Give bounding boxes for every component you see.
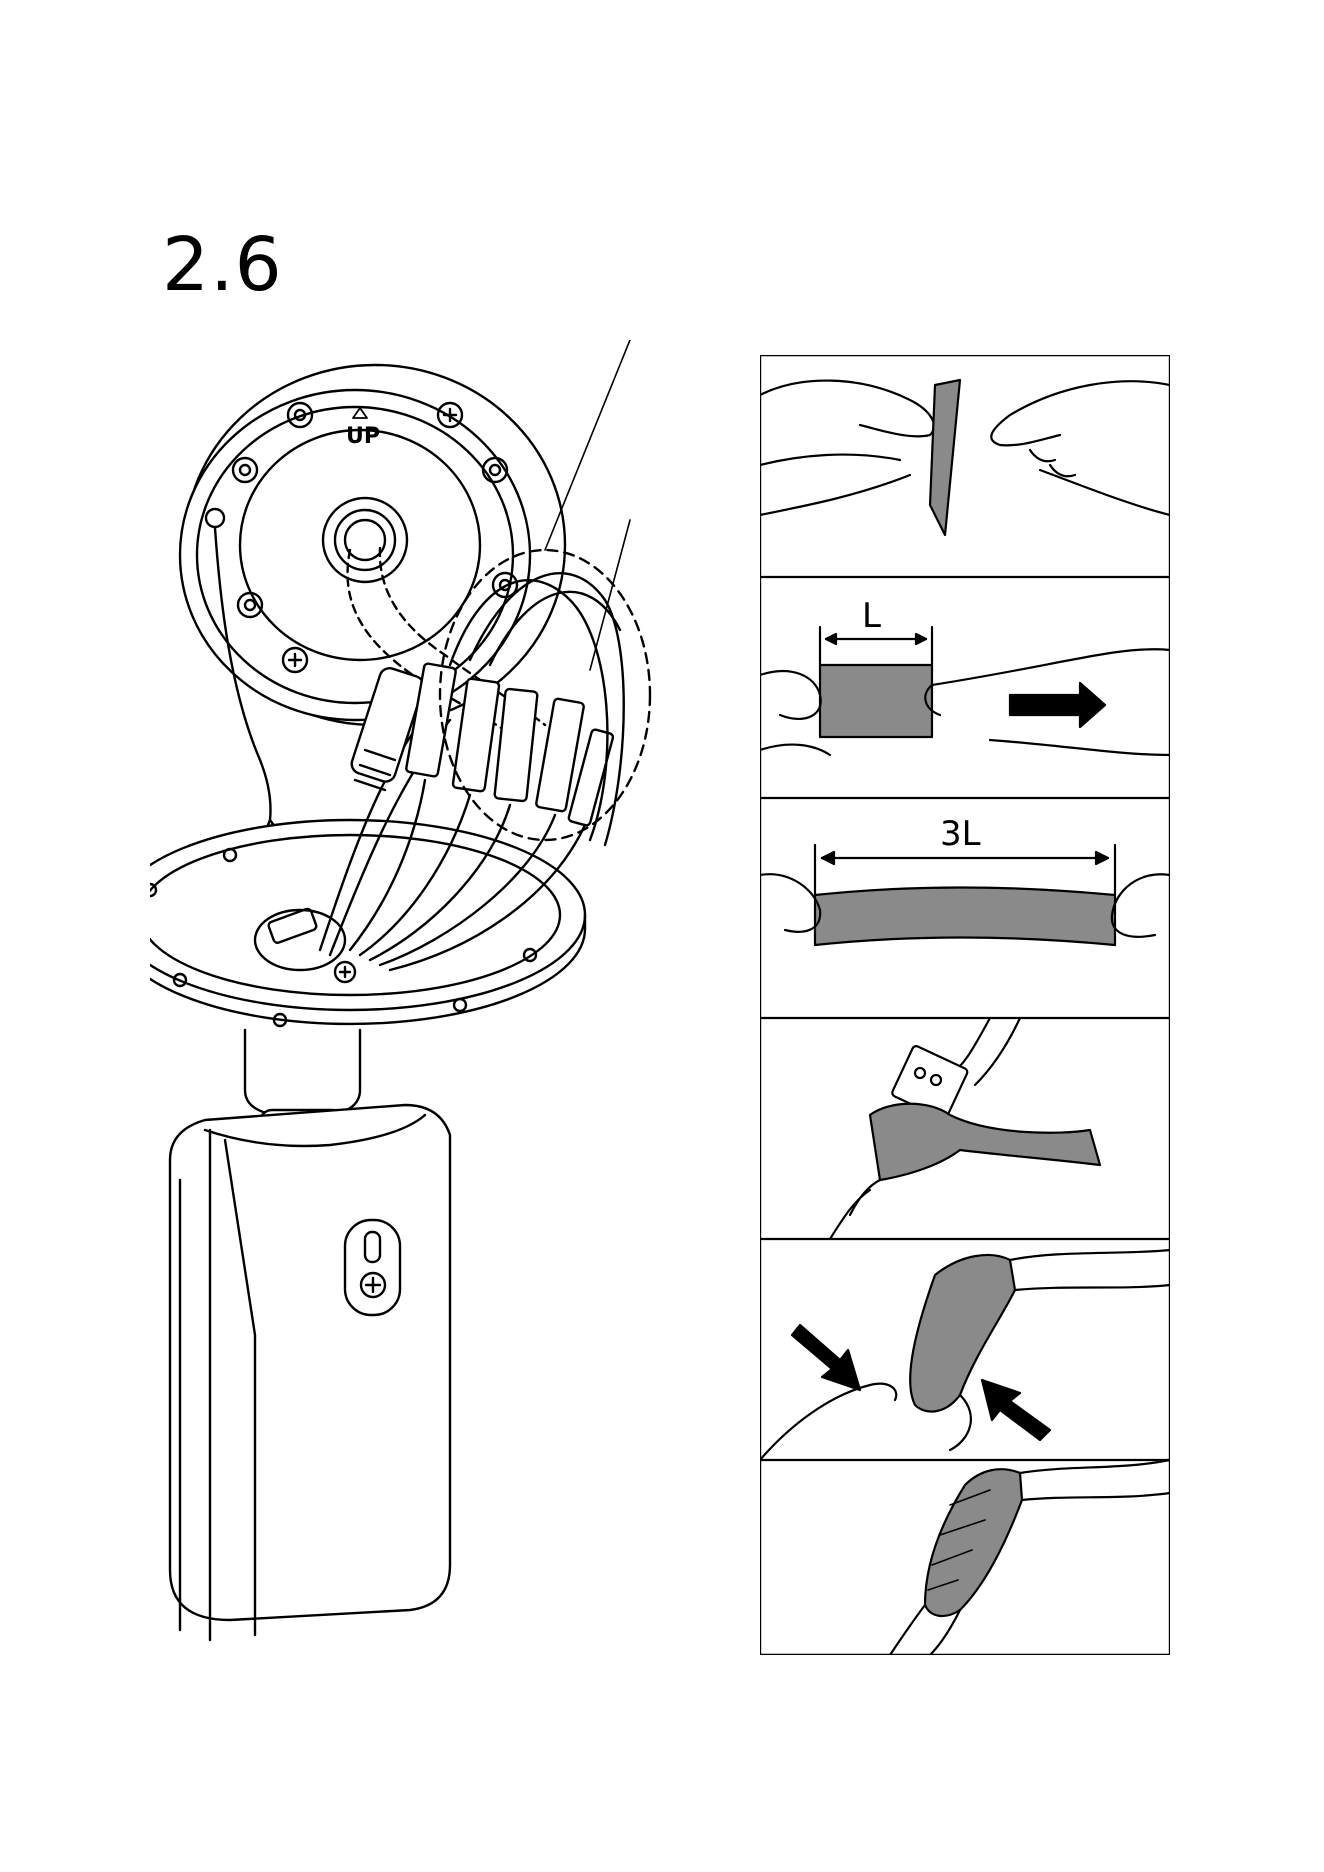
camera-body bbox=[170, 1105, 450, 1640]
length-label: L bbox=[862, 596, 881, 636]
tape-strip bbox=[820, 665, 932, 737]
arrow-pointer-icon bbox=[792, 1325, 860, 1390]
panel-5-press-tape bbox=[760, 1250, 1170, 1460]
panel-6-finished-wrap bbox=[890, 1460, 1170, 1655]
step-number: 2.6 bbox=[162, 222, 283, 308]
panel-4-wrap-connector bbox=[830, 1018, 1100, 1239]
tape-strip bbox=[930, 380, 960, 535]
callout-line-bottom bbox=[590, 520, 630, 670]
tape-wrap bbox=[925, 1469, 1022, 1616]
camera-wiring-illustration: UP bbox=[150, 340, 750, 1720]
tape-wrap bbox=[870, 1104, 1100, 1180]
tape-strip bbox=[815, 888, 1115, 946]
tape-wrapping-steps: L 3L bbox=[760, 355, 1170, 1655]
panel-1-peel-tape bbox=[760, 380, 1170, 535]
stretched-length-label: 3L bbox=[940, 814, 981, 854]
callout-line-top bbox=[545, 340, 630, 550]
up-label: UP bbox=[346, 424, 380, 449]
panel-2-measure-length: L bbox=[760, 596, 1170, 755]
arrow-pointer-icon bbox=[982, 1380, 1050, 1440]
junction-base bbox=[150, 820, 585, 1026]
arrow-right-icon bbox=[1010, 683, 1105, 727]
panel-3-stretch-length: 3L bbox=[760, 814, 1170, 945]
